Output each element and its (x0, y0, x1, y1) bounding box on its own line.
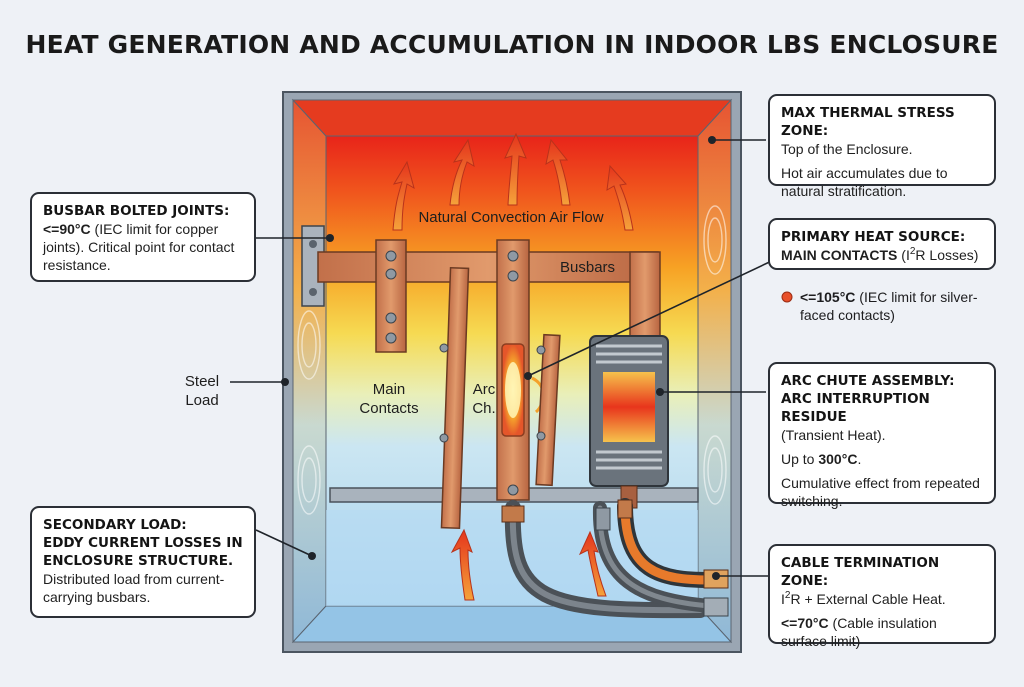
busbars-label: Busbars (560, 259, 615, 276)
main-contacts-label-line2: Contacts (359, 400, 418, 417)
limit-detail: (Cable insulation surface limit) (781, 615, 937, 649)
callout-secondary-load: SECONDARY LOAD: EDDY CURRENT LOSSES IN E… (30, 506, 256, 618)
callout-text: Distributed load from current-carrying b… (43, 571, 225, 605)
heading-suffix: (I (897, 247, 910, 263)
callout-max-thermal-stress: MAX THERMAL STRESS ZONE: Top of the Encl… (768, 94, 996, 199)
busbars (317, 239, 661, 353)
leader-lines (230, 139, 779, 577)
temperature-limit: <=90°C (43, 221, 91, 237)
callout-heading-line2: EDDY CURRENT LOSSES IN ENCLOSURE STRUCTU… (43, 535, 243, 569)
cable-lugs (501, 499, 729, 617)
main-contacts-label-line1: Main (373, 381, 406, 398)
eddy-current-rings (297, 205, 727, 515)
arc-chute (589, 335, 669, 509)
callout-heading: ARC CHUTE ASSEMBLY: (781, 373, 955, 389)
text-part: . (857, 451, 862, 467)
callout-cable-termination: CABLE TERMINATION ZONE: I2R + External C… (768, 544, 996, 649)
primary-limit-note: <=105°C (IEC limit for silver-faced cont… (800, 288, 1000, 324)
superscript: 2 (784, 590, 791, 601)
callout-heading-line2: MAIN CONTACTS (I2R Losses) (781, 246, 983, 264)
arc-chute-label-line2: Ch. (472, 400, 495, 417)
callout-text: Hot air accumulates due to natural strat… (781, 165, 948, 199)
arc-blade-right (535, 333, 561, 487)
callout-heading: SECONDARY LOAD: (43, 517, 187, 533)
callout-text: <=70°C (Cable insulation surface limit) (781, 614, 983, 650)
arc-chute-label-line1: Arc (473, 381, 496, 398)
convection-arrows (392, 132, 634, 601)
limit-detail: (IEC limit for copper joints). Critical … (43, 221, 235, 273)
text-part: I (781, 591, 785, 607)
callout-heading-strong: MAIN CONTACTS (781, 247, 898, 263)
temperature-peak: 300°C (818, 451, 858, 467)
callout-primary-heat-source: PRIMARY HEAT SOURCE: MAIN CONTACTS (I2R … (768, 218, 996, 270)
superscript: 2 (909, 246, 916, 257)
callout-text: Top of the Enclosure. (781, 141, 913, 157)
main-contact-blade-left (439, 266, 470, 530)
steel-load-label-line1: Steel (185, 373, 219, 390)
callout-busbar-bolted-joints: BUSBAR BOLTED JOINTS: <=90°C (IEC limit … (30, 192, 256, 282)
callout-text: (Transient Heat). (781, 427, 886, 443)
cables (504, 498, 718, 619)
convection-label: Natural Convection Air Flow (418, 209, 603, 226)
callout-text: <=90°C (IEC limit for copper joints). Cr… (43, 220, 243, 274)
callout-text: I2R + External Cable Heat. (781, 590, 983, 608)
text-part: R + External Cable Heat. (790, 591, 946, 607)
callout-text: Cumulative effect from repeated switchin… (781, 475, 980, 509)
temperature-limit: <=105°C (800, 289, 856, 305)
primary-limit-dot-icon (781, 291, 793, 303)
page-title: HEAT GENERATION AND ACCUMULATION IN INDO… (25, 30, 999, 59)
steel-load-label-line2: Load (185, 392, 218, 409)
text-part: Up to (781, 451, 819, 467)
limit-detail: (IEC limit for silver-faced contacts) (800, 289, 978, 323)
callout-heading: CABLE TERMINATION ZONE: (781, 555, 940, 589)
heading-suffix: R Losses) (915, 247, 979, 263)
callout-arc-chute-assembly: ARC CHUTE ASSEMBLY: ARC INTERRUPTION RES… (768, 362, 996, 509)
leader-dots (281, 136, 720, 580)
temperature-limit: <=70°C (781, 615, 829, 631)
callout-heading-line2: ARC INTERRUPTION RESIDUE (781, 391, 930, 425)
callout-heading: PRIMARY HEAT SOURCE: (781, 229, 966, 245)
callout-heading: MAX THERMAL STRESS ZONE: (781, 105, 955, 139)
main-contacts-assembly (496, 239, 545, 501)
callout-heading: BUSBAR BOLTED JOINTS: (43, 203, 230, 219)
callout-text: Up to 300°C. (781, 450, 983, 468)
